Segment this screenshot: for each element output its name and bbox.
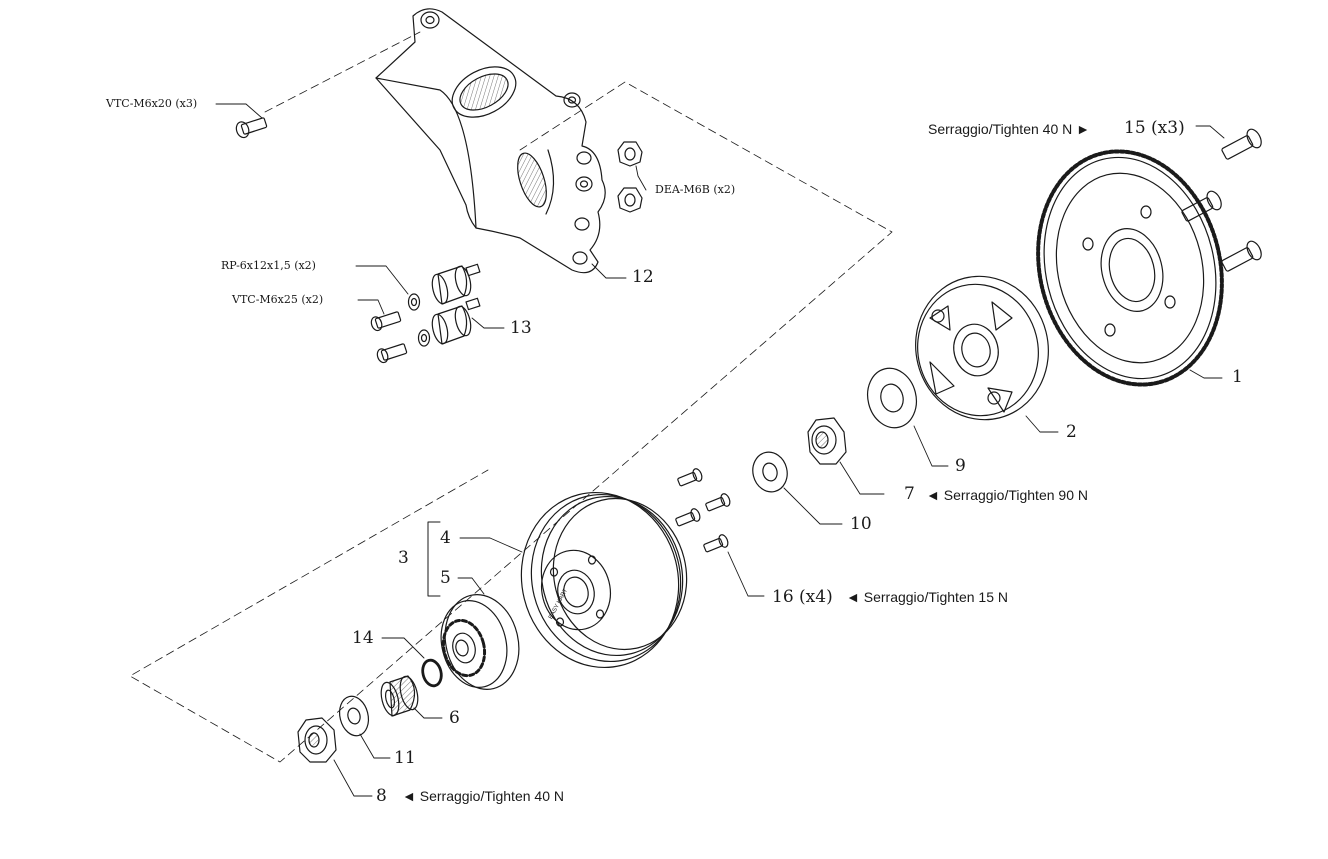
label-torque-16: ◄ Serraggio/Tighten 15 N — [846, 589, 1008, 605]
group-bracket-3 — [427, 521, 441, 597]
spacers-13 — [431, 263, 481, 345]
label-15: 15 (x3) — [1124, 118, 1185, 138]
mounting-bracket — [375, 8, 606, 274]
label-5: 5 — [440, 568, 451, 588]
washer-10 — [752, 451, 788, 493]
screws-16 — [675, 468, 731, 553]
ring-gear — [1036, 149, 1224, 387]
label-12: 12 — [632, 267, 654, 287]
washers-rp — [407, 293, 431, 347]
washer-9 — [867, 367, 917, 429]
label-14: 14 — [352, 628, 374, 648]
label-3: 3 — [398, 548, 409, 568]
bushing-6 — [380, 675, 419, 717]
o-ring-14 — [421, 658, 443, 688]
label-dea-m6b: DEA-M6B (x2) — [655, 183, 736, 196]
assembly-dash-lines — [129, 31, 893, 763]
screw-vtc-m6x20 — [235, 117, 268, 139]
label-9: 9 — [955, 456, 966, 476]
label-2: 2 — [1066, 422, 1077, 442]
washer-11 — [338, 695, 370, 737]
label-10: 10 — [850, 514, 872, 534]
label-16: 16 (x4) — [772, 587, 833, 607]
label-rp-6x12: RP-6x12x1,5 (x2) — [221, 259, 316, 272]
clutch-drum — [520, 491, 688, 669]
label-6: 6 — [449, 708, 460, 728]
label-1: 1 — [1232, 367, 1243, 387]
label-13: 13 — [510, 318, 532, 338]
label-4: 4 — [440, 528, 451, 548]
label-vtc-m6x25: VTC-M6x25 (x2) — [232, 293, 324, 306]
label-11: 11 — [394, 748, 416, 768]
label-7: 7 — [904, 484, 915, 504]
label-vtc-m6x20: VTC-M6x20 (x3) — [106, 97, 198, 110]
sprocket-hub — [440, 594, 520, 690]
nut-8 — [297, 717, 337, 763]
clutch-shoes — [915, 275, 1049, 421]
label-torque-7: ◄ Serraggio/Tighten 90 N — [926, 487, 1088, 503]
label-torque-8: ◄ Serraggio/Tighten 40 N — [402, 788, 564, 804]
leader-lines — [215, 103, 1225, 797]
screws-vtc-m6x25 — [370, 311, 408, 364]
label-torque-15: Serraggio/Tighten 40 N ► — [928, 121, 1090, 137]
bolts-15 — [1181, 128, 1262, 272]
nuts-dea-m6b — [617, 141, 643, 213]
nut-7 — [807, 417, 847, 465]
label-8: 8 — [376, 786, 387, 806]
